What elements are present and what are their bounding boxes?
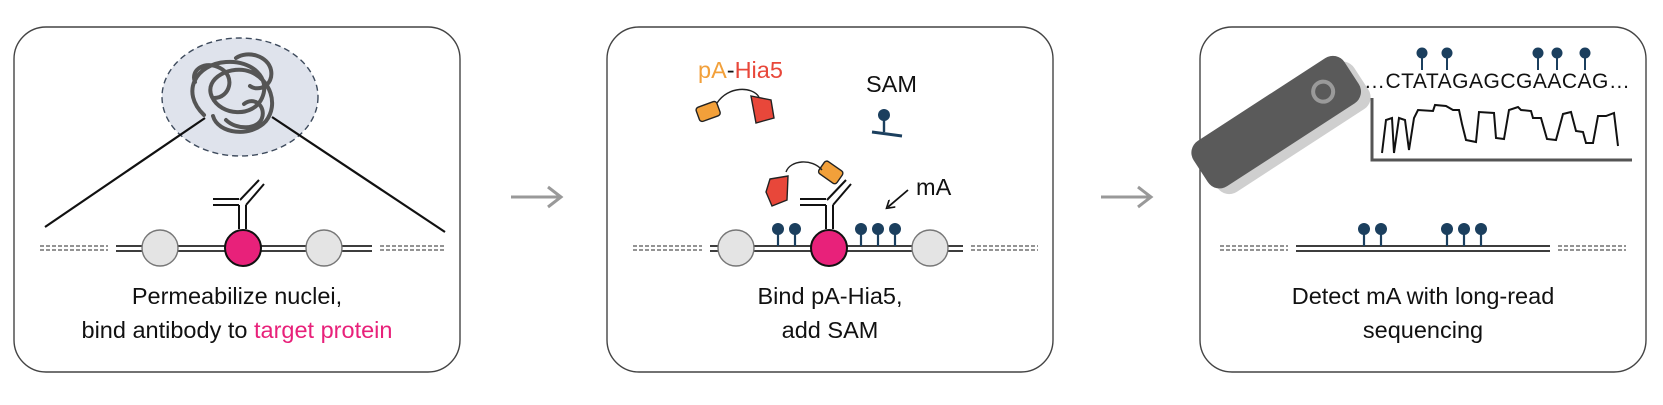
nucleosome [717,229,755,267]
caption-line-2: bind antibody to target protein [82,317,393,343]
panel-permeabilize: Permeabilize nuclei, bind antibody to ta… [13,26,461,373]
methyl-marks [1358,223,1487,246]
antibody-icon [800,179,852,229]
ma-label: mA [916,174,952,200]
panel-bind-enzyme: pA-Hia5 SAM [606,26,1054,373]
pa-hia5-label: pA-Hia5 [698,57,783,83]
sam-label: SAM [866,71,917,97]
antibody-icon [213,179,265,229]
methyl-marks [772,223,901,246]
caption-prefix: bind antibody to [82,317,254,343]
zoom-line-left [44,117,206,228]
signal-trace [1370,98,1632,162]
nanopore-sequencer-icon [1191,55,1371,195]
target-protein [224,229,262,267]
sam-icon [871,109,903,138]
caption-line-1: Bind pA-Hia5, [758,283,903,309]
bound-pa-hia5-icon [765,160,844,207]
read-sequence: …CTATAGAGCGAACAG… [1364,70,1630,93]
nucleosome [305,229,343,267]
target-protein-label: target protein [254,317,392,343]
hia5-label: Hia5 [735,57,783,83]
caption-line-2: add SAM [782,317,879,343]
step-arrow [1101,185,1154,209]
nucleosome [911,229,949,267]
pa-label: pA [698,57,727,83]
sequence-methyl-marks [1416,47,1591,70]
nucleosome [141,229,179,267]
step-arrow [511,185,564,209]
caption-line-1: Detect mA with long-read [1292,283,1555,309]
nucleus-icon [161,37,319,157]
pa-hia5-icon [695,88,775,124]
ma-pointer-arrow [888,189,909,207]
caption-line-2: sequencing [1363,317,1483,343]
caption-line-1: Permeabilize nuclei, [132,283,342,309]
target-protein [810,229,848,267]
dna-strand [1220,245,1626,252]
dash-label: - [727,57,735,83]
panel-detect: …CTATAGAGCGAACAG… [1191,26,1647,373]
zoom-line-right [271,116,446,233]
